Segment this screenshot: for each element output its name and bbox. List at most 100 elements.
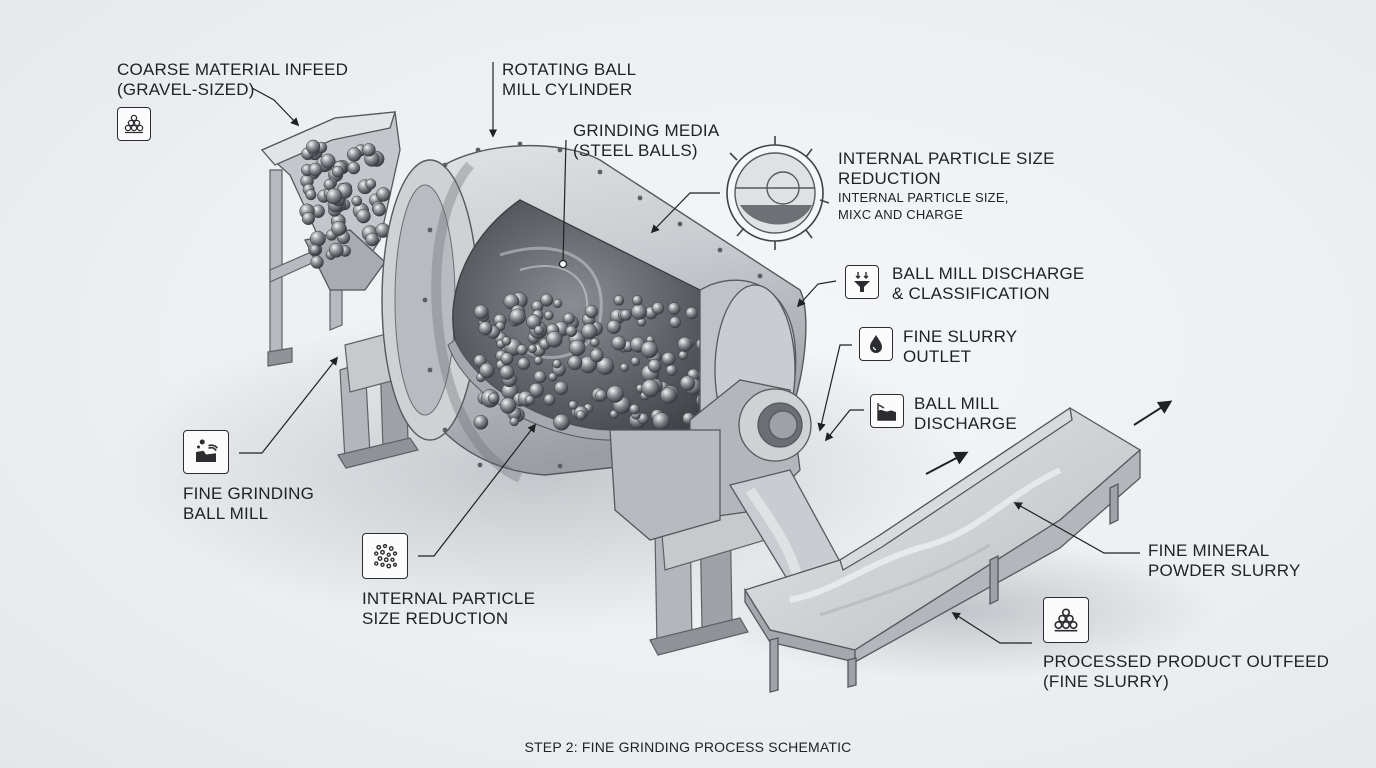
steel-ball (590, 337, 600, 348)
steel-ball (501, 336, 512, 346)
bolt (422, 297, 428, 303)
steel-ball (569, 339, 586, 357)
label-fine-slurry-outlet-line1: FINE SLURRY (903, 327, 1018, 346)
steel-ball (553, 413, 570, 431)
bolt (637, 195, 643, 201)
steel-ball (356, 208, 371, 224)
steel-ball (305, 189, 317, 201)
steel-ball (589, 348, 604, 363)
steel-ball (320, 153, 336, 169)
bolt (475, 147, 481, 153)
steel-ball (499, 364, 515, 380)
label-rotating-cylinder-line2: MILL CYLINDER (502, 80, 633, 99)
steel-ball (609, 409, 619, 419)
flow-direction-arrows (925, 400, 1173, 475)
steel-ball (328, 242, 344, 258)
steel-ball (641, 379, 660, 398)
steel-ball (362, 143, 376, 157)
label-grinding-media: GRINDING MEDIA (STEEL BALLS) (573, 121, 719, 161)
steel-ball (651, 302, 665, 315)
label-internal-reduction-top-line1: INTERNAL PARTICLE SIZE (838, 149, 1055, 168)
steel-ball (473, 414, 489, 430)
steel-ball (376, 187, 391, 202)
steel-ball (652, 412, 670, 430)
steel-ball (543, 393, 556, 406)
label-internal-reduction-bottom: INTERNAL PARTICLE SIZE REDUCTION (362, 589, 535, 629)
bolt (442, 427, 448, 433)
label-rotating-cylinder-line1: ROTATING BALL (502, 60, 637, 79)
steel-ball (552, 359, 562, 369)
steel-ball (540, 293, 554, 307)
steel-ball (562, 312, 575, 325)
steel-ball (545, 330, 563, 348)
steel-ball (509, 416, 519, 427)
stacked-balls-icon (117, 107, 151, 141)
droplet-icon (859, 327, 893, 361)
steel-ball (301, 211, 315, 226)
steel-ball (347, 161, 361, 175)
label-fine-grinding-mill-line1: FINE GRINDING (183, 484, 315, 503)
bolt (427, 227, 433, 233)
discharge-chart-icon (870, 394, 904, 428)
steel-ball (619, 309, 632, 321)
steel-ball (632, 295, 643, 306)
outfeed-trough (744, 406, 1142, 693)
bolt (557, 463, 563, 469)
label-fine-slurry-outlet: FINE SLURRY OUTLET (903, 327, 1017, 367)
steel-ball (310, 255, 324, 269)
steel-ball (528, 344, 537, 354)
steel-ball (517, 357, 531, 371)
internal-cross-section-inset (726, 136, 830, 250)
stacked-balls-icon (1043, 597, 1089, 643)
steel-ball (543, 310, 554, 321)
steel-ball (619, 362, 629, 373)
label-coarse-infeed: COARSE MATERIAL INFEED (GRAVEL-SIZED) (117, 60, 348, 100)
steel-ball (640, 340, 659, 359)
steel-ball (685, 306, 698, 320)
steel-ball (500, 352, 514, 366)
label-fine-grinding-mill-line2: BALL MILL (183, 504, 269, 523)
steel-ball (631, 303, 647, 320)
steel-ball (554, 380, 569, 396)
steel-ball (606, 385, 624, 403)
steel-ball (533, 325, 544, 336)
particles-icon (362, 533, 408, 579)
label-internal-reduction-top-sub2: MIXC AND CHARGE (838, 207, 964, 222)
steel-ball (669, 316, 682, 329)
steel-ball (365, 178, 377, 190)
steel-ball (630, 356, 641, 367)
bolt (717, 247, 723, 253)
steel-ball (524, 395, 535, 405)
bolt (597, 169, 603, 175)
label-internal-reduction-top: INTERNAL PARTICLE SIZE REDUCTION INTERNA… (838, 149, 1055, 223)
label-product-outfeed-line1: PROCESSED PRODUCT OUTFEED (1043, 652, 1330, 671)
bolt (757, 273, 763, 279)
steel-ball (667, 302, 681, 315)
label-internal-reduction-top-sub1: INTERNAL PARTICLE SIZE, (838, 190, 1009, 205)
diagram-caption: STEP 2: FINE GRINDING PROCESS SCHEMATIC (524, 739, 852, 755)
steel-ball (665, 364, 678, 376)
steel-ball (372, 203, 386, 217)
bolt (557, 147, 563, 153)
label-discharge-classification: BALL MILL DISCHARGE & CLASSIFICATION (892, 264, 1084, 304)
label-discharge-classification-line2: & CLASSIFICATION (892, 284, 1050, 303)
steel-ball (479, 362, 495, 379)
bolt (677, 221, 683, 227)
steel-ball (309, 230, 326, 247)
leader-lines (239, 62, 1140, 644)
bolt (427, 367, 433, 373)
steel-ball (568, 400, 578, 410)
steel-ball (351, 195, 363, 207)
label-product-outfeed-line2: (FINE SLURRY) (1043, 672, 1170, 691)
steel-ball (487, 392, 500, 404)
steel-ball (478, 321, 493, 336)
steel-ball (331, 220, 347, 237)
label-ball-mill-discharge-line1: BALL MILL (914, 394, 1000, 413)
steel-ball (595, 389, 608, 402)
label-discharge-classification-line1: BALL MILL DISCHARGE (892, 264, 1085, 283)
steel-ball (516, 344, 528, 356)
steel-ball (365, 232, 379, 247)
bolt (442, 162, 448, 168)
steel-ball (677, 336, 693, 352)
steel-ball (661, 351, 676, 366)
